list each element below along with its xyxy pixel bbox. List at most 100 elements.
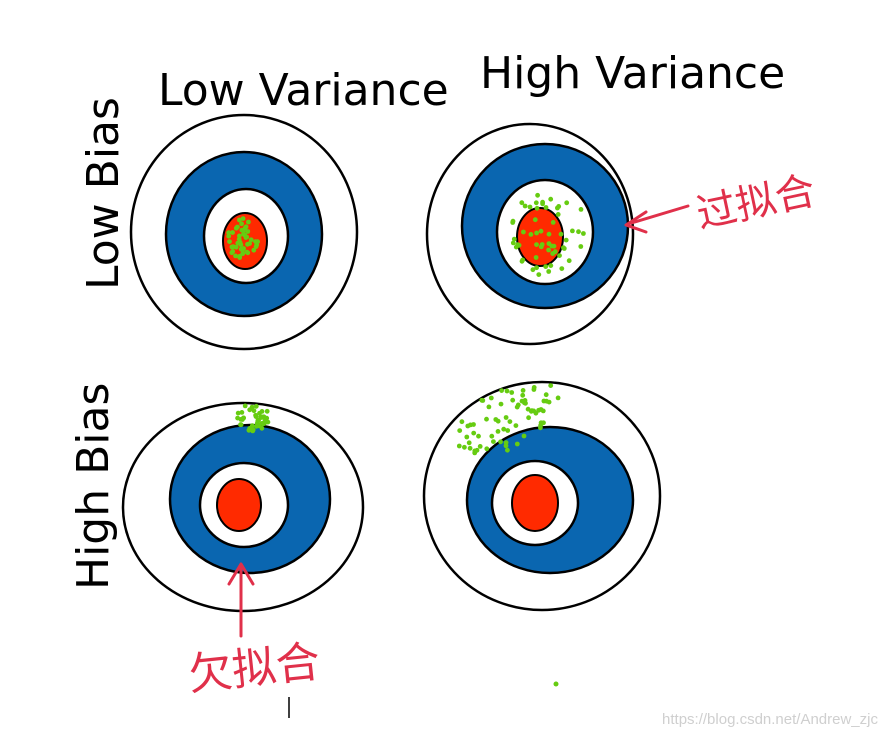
green-point: [515, 242, 520, 247]
green-point: [254, 414, 259, 419]
green-point: [468, 423, 473, 428]
green-point: [476, 434, 481, 439]
green-point: [539, 244, 544, 249]
green-point: [520, 258, 525, 263]
green-point: [522, 434, 527, 439]
green-point: [536, 272, 541, 277]
green-point: [471, 431, 476, 436]
green-point: [581, 231, 586, 236]
green-point: [496, 419, 501, 424]
green-point: [227, 239, 232, 244]
green-point: [562, 246, 567, 251]
green-point: [534, 255, 539, 260]
green-point: [498, 439, 503, 444]
green-point: [505, 428, 510, 433]
green-point: [556, 212, 561, 217]
green-point: [230, 249, 235, 254]
green-point: [460, 419, 465, 424]
green-point: [484, 446, 489, 451]
green-point: [242, 233, 247, 238]
green-point: [464, 435, 469, 440]
overfit-arrow-shaft: [628, 206, 688, 224]
green-point: [233, 254, 238, 259]
green-point: [510, 220, 515, 225]
green-point: [515, 442, 520, 447]
green-point: [539, 229, 544, 234]
green-point: [549, 244, 554, 249]
green-point: [564, 200, 569, 205]
green-point: [499, 388, 504, 393]
green-point: [257, 423, 262, 428]
row-header-low-bias: Low Bias: [78, 97, 129, 290]
green-point: [487, 405, 492, 410]
underfit-label: 欠拟合: [186, 636, 323, 701]
green-point: [457, 444, 462, 449]
green-point: [555, 206, 560, 211]
green-point: [241, 216, 246, 221]
bullseye: [517, 208, 563, 266]
green-point: [534, 231, 539, 236]
green-point: [457, 428, 462, 433]
green-point: [531, 267, 536, 272]
green-point: [579, 207, 584, 212]
green-point: [547, 232, 552, 237]
header-low-variance: Low Variance: [158, 65, 449, 116]
green-point: [508, 419, 513, 424]
green-point: [544, 392, 549, 397]
green-point: [496, 429, 501, 434]
green-point: [504, 443, 509, 448]
green-point: [557, 253, 562, 258]
header-high-variance: High Variance: [480, 48, 785, 99]
green-point: [548, 383, 553, 388]
green-point: [526, 407, 531, 412]
green-point: [230, 245, 235, 250]
green-point: [505, 448, 510, 453]
green-point: [548, 263, 553, 268]
green-point: [260, 409, 265, 414]
green-point: [532, 385, 537, 390]
green-point: [514, 423, 519, 428]
green-point: [462, 445, 467, 450]
stray-green-dot: [554, 682, 559, 687]
green-point: [509, 390, 514, 395]
green-point: [544, 399, 549, 404]
green-point: [556, 396, 561, 401]
green-point: [543, 264, 548, 269]
green-point: [529, 232, 534, 237]
green-point: [505, 389, 510, 394]
green-point: [240, 248, 245, 253]
green-point: [510, 398, 515, 403]
green-point: [559, 232, 564, 237]
green-point: [245, 242, 250, 247]
green-point: [234, 226, 239, 231]
green-point: [259, 415, 264, 420]
green-point: [551, 220, 556, 225]
green-point: [235, 241, 240, 246]
green-point: [515, 405, 520, 410]
green-point: [567, 258, 572, 263]
green-point: [479, 398, 484, 403]
green-point: [226, 230, 231, 235]
green-point: [254, 243, 259, 248]
green-point: [239, 221, 244, 226]
green-point: [478, 444, 483, 449]
green-point: [265, 409, 270, 414]
target-low-bias-low-variance: [131, 115, 357, 349]
green-point: [246, 220, 251, 225]
green-point: [526, 415, 531, 420]
overfit-annotation: 过拟合: [626, 168, 819, 238]
green-point: [550, 251, 555, 256]
bullseye: [512, 475, 558, 531]
green-point: [237, 255, 242, 260]
green-point: [251, 248, 256, 253]
green-point: [559, 266, 564, 271]
target-high-bias-low-variance: [123, 403, 363, 611]
green-point: [534, 200, 539, 205]
green-point: [468, 446, 473, 451]
target-high-bias-high-variance: [424, 382, 660, 610]
green-point: [499, 402, 504, 407]
target-low-bias-high-variance: [427, 124, 633, 344]
green-point: [546, 269, 551, 274]
green-point: [534, 242, 539, 247]
